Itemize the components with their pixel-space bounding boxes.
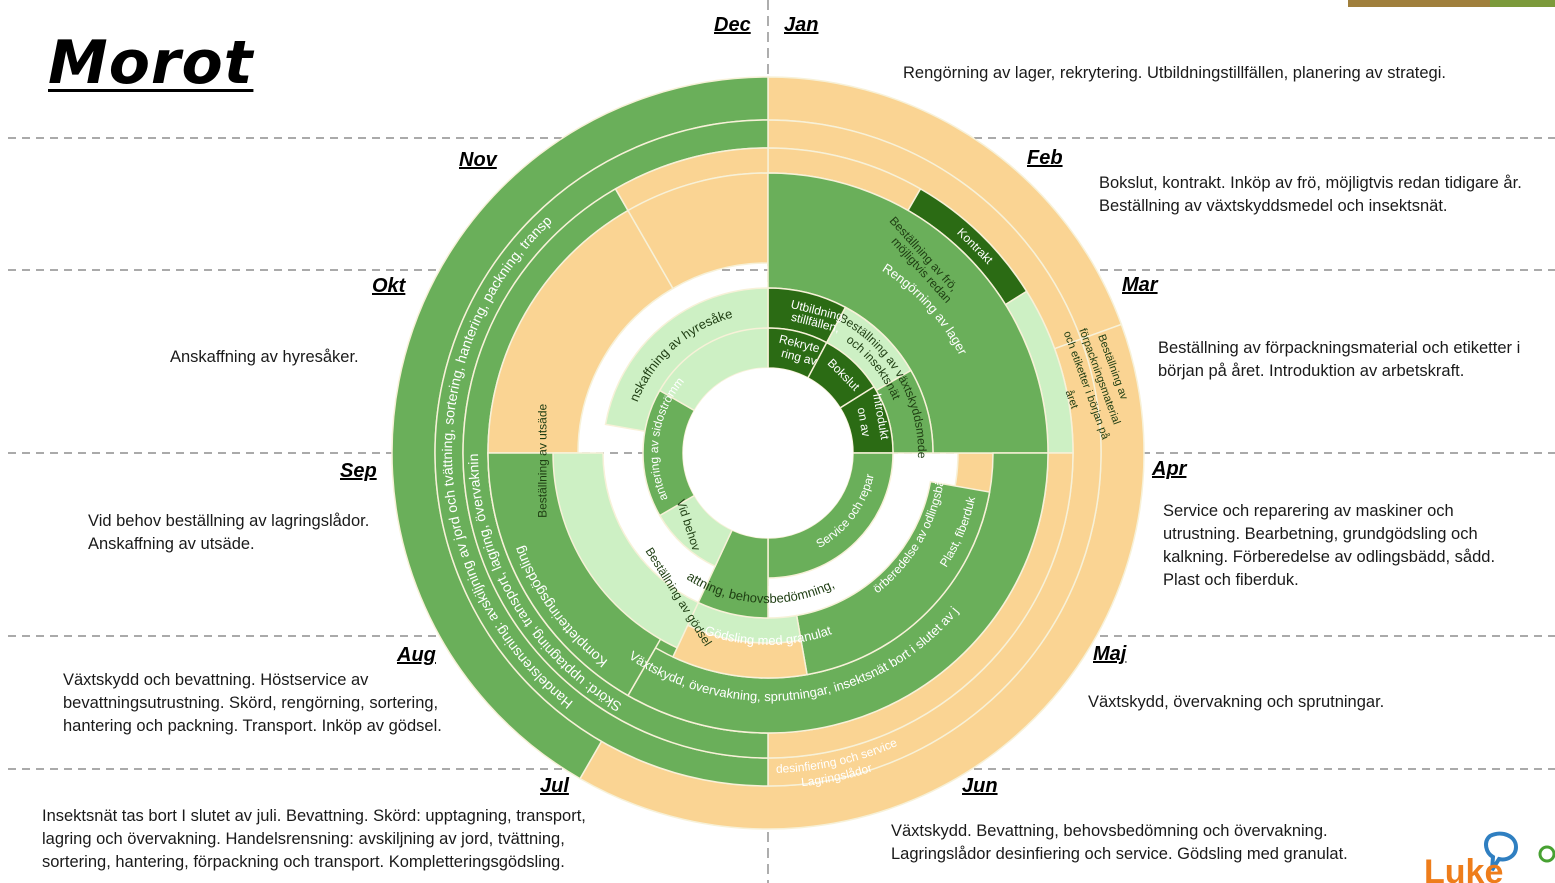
segment-bevattning [697,529,769,619]
photo-thumbnail [1348,0,1555,7]
description-feb: Bokslut, kontrakt. Inköp av frö, möjligt… [1099,174,1522,215]
month-label-mar: Mar [1122,274,1158,296]
description-okt: Anskaffning av hyresåker. [170,348,359,366]
segment-bestallning-utsade [552,452,700,649]
month-label-jun: Jun [962,775,998,797]
wheel-center [683,368,853,538]
month-label-jul: Jul [540,775,569,797]
month-label-dec: Dec [714,14,751,36]
label-introduktion-2: on av [854,406,873,437]
month-label-jan: Jan [784,14,819,36]
description-aug: Växtskydd och bevattning. Höstservice av… [63,671,442,735]
description-jul: Insektsnät tas bort I slutet av juli. Be… [42,807,586,871]
description-mar: Beställning av förpackningsmaterial och … [1158,339,1521,380]
month-label-aug: Aug [397,644,436,666]
description-sep: Vid behov beställning av lagringslådor. … [88,512,370,553]
luke-logo-bubble-icon [1484,831,1519,872]
page-title: Morot [48,28,254,98]
month-label-sep: Sep [340,460,377,482]
month-label-nov: Nov [459,149,497,171]
month-label-apr: Apr [1152,458,1187,480]
photo-thumbnail-shade [1490,0,1555,7]
wheel [391,76,1145,830]
description-jun: Växtskydd. Bevattning, behovsbedömning o… [891,822,1348,863]
month-label-maj: Maj [1093,643,1127,665]
description-maj: Växtskydd, övervakning och sprutningar. [1088,693,1385,711]
luke-logo: Luke [1424,831,1555,883]
month-label-okt: Okt [372,275,406,297]
luke-logo-text: Luke [1424,853,1503,883]
label-bestallning-utsade: Beställning av utsäde [535,403,549,517]
description-jan: Rengörning av lager, rekrytering. Utbild… [903,64,1446,82]
month-label-feb: Feb [1027,147,1063,169]
partner-logo-icon [1538,845,1555,863]
description-apr: Service och reparering av maskiner och u… [1163,502,1496,589]
